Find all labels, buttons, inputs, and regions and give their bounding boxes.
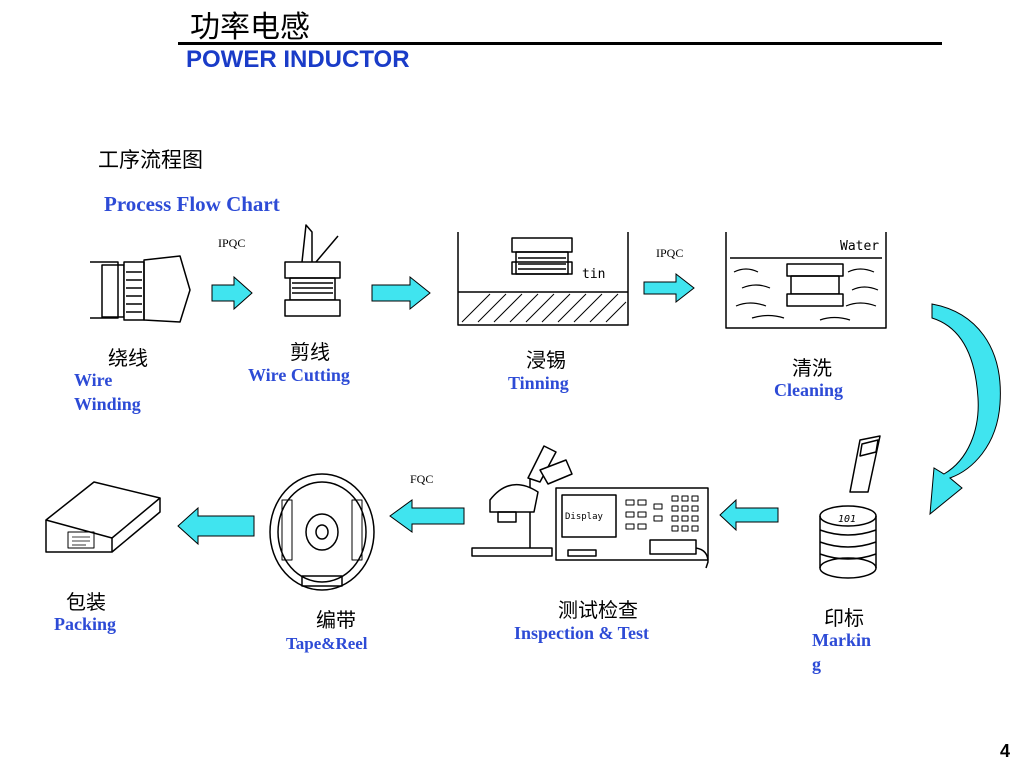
step-wire-winding-en-1: Wire (74, 370, 113, 390)
step-marking-cn: 印标 (824, 606, 864, 630)
arrow-right-2 (371, 275, 431, 311)
step-tinning-cn: 浸锡 (526, 348, 566, 372)
arrow-right-3 (643, 272, 695, 304)
fqc-label: FQC (410, 472, 434, 486)
page-title-en: POWER INDUCTOR (186, 46, 410, 73)
arrow-left-3 (177, 506, 255, 546)
step-cleaning-cn: 清洗 (792, 356, 832, 380)
arrow-left-2 (389, 499, 465, 533)
step-wire-cutting-cn: 剪线 (290, 340, 330, 364)
step-tinning-en: Tinning (508, 373, 569, 393)
display-label: Display (565, 512, 604, 522)
flow-chart-title-cn: 工序流程图 (98, 148, 203, 172)
wire-cutting-illustration (284, 224, 341, 317)
step-cleaning-en: Cleaning (774, 380, 844, 400)
arrow-left-1 (719, 498, 779, 532)
tin-label: tin (582, 267, 605, 282)
packing-box-illustration (45, 481, 161, 553)
marking-text: 101 (838, 514, 856, 525)
water-label: Water (840, 239, 879, 254)
tape-reel-illustration (269, 473, 375, 591)
inspection-test-illustration (471, 445, 709, 569)
step-tape-reel-en: Tape&Reel (286, 634, 368, 653)
tinning-illustration (457, 232, 629, 326)
step-marking-en-1: Markin (812, 630, 872, 650)
cleaning-illustration (725, 232, 887, 329)
step-wire-winding-en-2: Winding (74, 394, 141, 414)
step-packing-en: Packing (54, 614, 117, 634)
marking-illustration (819, 435, 881, 579)
step-packing-cn: 包装 (66, 590, 106, 614)
wire-winding-illustration (90, 255, 191, 323)
step-wire-cutting-en: Wire Cutting (248, 365, 350, 385)
title-underline (178, 42, 942, 45)
flow-chart-title-en: Process Flow Chart (104, 192, 280, 216)
arrow-right-1 (211, 275, 253, 311)
ipqc-label-1: IPQC (218, 236, 246, 250)
page-title-cn: 功率电感 (190, 10, 310, 45)
page-number: 4 (999, 741, 1010, 761)
step-marking-en-2: g (812, 654, 821, 674)
arrow-curve-down (929, 303, 1001, 516)
ipqc-label-2: IPQC (656, 246, 684, 260)
step-inspection-en: Inspection & Test (514, 623, 650, 643)
step-tape-reel-cn: 编带 (316, 608, 356, 632)
step-inspection-cn: 测试检查 (558, 598, 638, 622)
step-wire-winding-cn: 绕线 (108, 346, 148, 370)
